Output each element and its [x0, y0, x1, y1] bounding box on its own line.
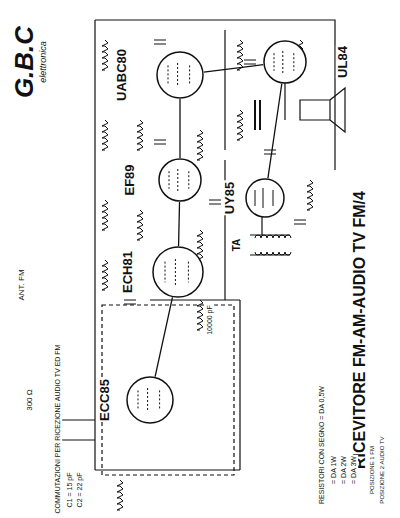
resistor-symbol	[307, 180, 313, 210]
tube-label: UY85	[223, 181, 237, 216]
transformer-winding	[267, 235, 273, 255]
tube-symbol: ECH81	[152, 246, 204, 298]
tube-envelope	[158, 158, 202, 202]
resistor-symbol	[137, 120, 143, 150]
transformer-winding	[273, 235, 279, 255]
capacitor-symbol	[124, 300, 136, 304]
resistor-symbol	[197, 130, 203, 160]
transformer-winding	[279, 235, 285, 255]
signal-wire	[178, 202, 180, 246]
tube-label: UL84	[336, 45, 350, 79]
title: RICEVITORE FM-AM-AUDIO TV FM/4	[351, 190, 369, 470]
supply-rail	[95, 20, 335, 470]
note-text: 300 Ω	[26, 388, 35, 412]
capacitor-symbol	[154, 140, 166, 144]
logo-text: elettronica	[39, 40, 49, 84]
note-text: = DA 1W	[330, 455, 338, 485]
note-text: ANT. FM	[18, 268, 27, 301]
tube-label: UABC80	[115, 48, 129, 102]
note-text: POSIZIONE 2 AUDIO TV	[379, 435, 386, 504]
resistor-symbol	[197, 230, 203, 260]
tube-label: EF89	[123, 163, 137, 196]
resistor-symbol	[237, 40, 243, 70]
tube-envelope	[245, 178, 285, 218]
speaker-symbol	[300, 88, 345, 132]
resistor-symbol	[197, 300, 203, 330]
tube-symbol: UY85	[245, 178, 285, 218]
tube-symbol: EF89	[158, 158, 202, 202]
tuner-shield	[102, 305, 234, 475]
note-text: TA	[231, 238, 242, 253]
note-text: C1 = 15 pF	[66, 472, 74, 509]
resistor-symbol	[237, 110, 243, 140]
note-text: COMMUTAZIONI PER RICEZIONE AUDIO TV ED F…	[54, 343, 62, 514]
signal-wire	[179, 99, 180, 158]
resistor-symbol	[102, 120, 108, 150]
capacitor-symbol	[244, 60, 256, 64]
transformer-winding	[261, 235, 267, 255]
resistor-symbol	[102, 40, 108, 70]
wire	[60, 80, 290, 440]
resistor-symbol	[137, 210, 143, 240]
tube-symbol: UL84	[263, 40, 307, 84]
tube-envelope	[263, 40, 307, 84]
capacitor-symbol	[209, 200, 221, 204]
output-transformer	[255, 100, 260, 130]
tube-envelope	[156, 51, 204, 99]
signal-wire	[204, 65, 263, 72]
resistor-symbol	[117, 480, 123, 510]
tube-label: ECC85	[98, 378, 112, 422]
signal-wire	[155, 297, 172, 376]
note-text: = DA 2W	[340, 455, 348, 485]
capacitor-symbol	[264, 150, 276, 154]
note-text: = DA 3W	[350, 455, 358, 485]
capacitor-symbol	[154, 40, 166, 44]
tube-symbol: UABC80	[156, 51, 204, 99]
capacitor-symbol	[294, 220, 306, 224]
logo-text: G.B.C	[10, 25, 39, 99]
tube-label: ECH81	[121, 250, 135, 294]
note-text: C2 = 22 pF	[76, 472, 84, 509]
resistor-symbol	[102, 260, 108, 290]
note-text: POSIZIONE 1 FM	[369, 445, 376, 495]
transformer-winding	[255, 235, 261, 255]
signal-wire	[268, 84, 282, 178]
tube-envelope	[152, 246, 204, 298]
transformer-winding	[285, 235, 291, 255]
tube-symbol: ECC85	[126, 376, 174, 424]
tube-envelope	[126, 376, 174, 424]
note-text: 10000 pF	[206, 304, 214, 336]
note-text: RESISTORI CON SEGNO = DA 0,5W	[318, 385, 326, 505]
resistor-symbol	[102, 200, 108, 230]
